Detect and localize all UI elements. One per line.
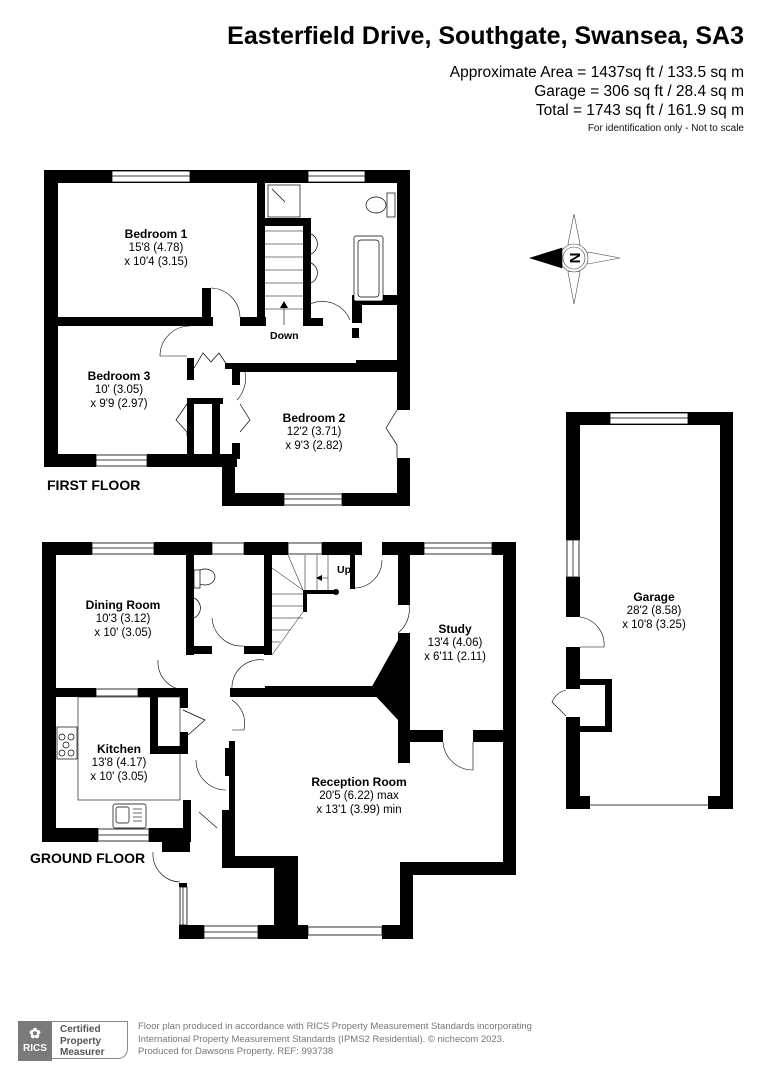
badge-line: Measurer (60, 1047, 105, 1058)
room-reception-room: Reception Room 20'5 (6.22) max x 13'1 (3… (311, 775, 406, 817)
rics-emblem-icon: ✿ (29, 1025, 41, 1041)
room-bedroom-2: Bedroom 2 12'2 (3.71) x 9'3 (2.82) (283, 411, 346, 453)
ground-floor-label: GROUND FLOOR (30, 850, 146, 866)
property-title: Easterfield Drive, Southgate, Swansea, S… (227, 22, 744, 50)
ground-floor-walls (42, 542, 516, 939)
room-dimension: x 13'1 (3.99) min (316, 804, 402, 816)
garage-area: Garage = 306 sq ft / 28.4 sq m (534, 83, 744, 100)
first-floor-label: FIRST FLOOR (47, 477, 141, 493)
room-name: Kitchen (96, 742, 142, 756)
footer-line: Produced for Dawsons Property. REF: 9937… (138, 1046, 334, 1057)
approximate-area: Approximate Area = 1437sq ft / 133.5 sq … (449, 64, 744, 81)
room-kitchen: Kitchen 13'8 (4.17) x 10' (3.05) (90, 742, 147, 784)
room-dimension: x 10' (3.05) (94, 627, 152, 639)
room-dimension: x 6'11 (2.11) (424, 651, 486, 663)
total-area: Total = 1743 sq ft / 161.9 sq m (535, 102, 744, 119)
room-dimension: x 10'8 (3.25) (622, 619, 686, 631)
room-dimension: x 9'9 (2.97) (90, 398, 148, 410)
room-name: Bedroom 1 (124, 227, 188, 241)
stairs-down-label: Down (270, 330, 299, 342)
room-bedroom-1: Bedroom 1 15'8 (4.78) x 10'4 (3.15) (124, 227, 188, 269)
room-study: Study 13'4 (4.06) x 6'11 (2.11) (424, 622, 486, 664)
room-bedroom-3: Bedroom 3 10' (3.05) x 9'9 (2.97) (88, 369, 151, 411)
rics-logo-text: RICS (23, 1043, 47, 1054)
rics-logo: ✿ RICS (18, 1021, 52, 1061)
room-dimension: 13'8 (4.17) (91, 757, 147, 769)
room-dimension: 10'3 (3.12) (95, 613, 151, 625)
room-name: Bedroom 2 (282, 411, 346, 425)
footer-line: International Property Measurement Stand… (138, 1033, 505, 1045)
room-dimension: 15'8 (4.78) (128, 242, 184, 254)
badge-line: Certified (60, 1024, 101, 1035)
room-dimension: x 10'4 (3.15) (124, 256, 188, 268)
room-dining-room: Dining Room 10'3 (3.12) x 10' (3.05) (86, 598, 161, 640)
footer-line: Floor plan produced in accordance with R… (138, 1021, 532, 1032)
svg-text:N: N (567, 253, 584, 264)
garage-walls (566, 412, 733, 809)
room-name: Garage (633, 590, 675, 604)
room-dimension: x 9'3 (2.82) (285, 440, 343, 452)
certified-measurer-badge: Certified Property Measurer (52, 1021, 128, 1059)
room-name: Bedroom 3 (87, 369, 151, 383)
room-garage: Garage 28'2 (8.58) x 10'8 (3.25) (622, 590, 686, 632)
room-name: Dining Room (85, 598, 161, 612)
scale-disclaimer: For identification only - Not to scale (587, 123, 744, 134)
area-summary: Approximate Area = 1437sq ft / 133.5 sq … (450, 63, 744, 120)
room-dimension: 13'4 (4.06) (427, 637, 483, 649)
badge-line: Property (60, 1035, 102, 1047)
footer: ✿ RICS Certified Property Measurer Floor… (18, 1017, 738, 1063)
room-name: Reception Room (311, 775, 407, 789)
first-floor-walls (44, 170, 410, 506)
stairs-up-label: Up (337, 564, 351, 576)
footer-notes: Floor plan produced in accordance with R… (138, 1021, 532, 1059)
room-dimension: x 10' (3.05) (90, 771, 148, 783)
compass-icon: N (528, 213, 621, 305)
room-dimension: 10' (3.05) (94, 384, 144, 396)
room-name: Study (438, 622, 472, 636)
room-dimension: 12'2 (3.71) (286, 426, 342, 438)
room-dimension: 28'2 (8.58) (626, 605, 682, 617)
room-dimension: 20'5 (6.22) max (319, 790, 399, 802)
